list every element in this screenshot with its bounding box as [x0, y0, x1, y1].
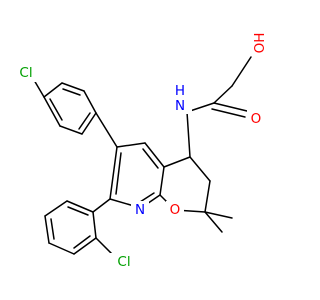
bond	[109, 146, 118, 200]
label-mask	[245, 33, 275, 53]
bond	[142, 148, 159, 169]
pyridine-nitrogen: N	[135, 202, 145, 218]
bond	[95, 112, 118, 148]
bond	[59, 125, 83, 135]
label-mask	[247, 110, 265, 128]
label-mask	[131, 201, 149, 219]
bond	[189, 156, 211, 182]
bond	[92, 211, 97, 239]
pyran-oxygen: O	[170, 202, 181, 218]
bond	[43, 82, 63, 98]
bond	[139, 192, 155, 203]
bond	[78, 112, 91, 130]
bond	[213, 85, 233, 104]
bond	[163, 156, 191, 168]
label-mask	[166, 201, 184, 219]
bond	[43, 96, 61, 127]
bond	[116, 142, 146, 148]
bond	[44, 200, 68, 217]
chlorine-atom-para: Cl	[19, 65, 32, 81]
bond	[204, 180, 211, 213]
molecule-structure: Cl Cl H N O OH N O	[13, 32, 275, 271]
bond	[50, 218, 55, 240]
bond	[159, 166, 165, 196]
label-mask	[170, 86, 192, 114]
bond	[144, 142, 165, 168]
bond	[73, 237, 97, 255]
bond	[186, 111, 191, 158]
atom-label-layer: Cl Cl H N O OH N O	[13, 33, 275, 271]
label-mask	[110, 253, 138, 271]
bond	[213, 102, 248, 112]
bond	[61, 82, 85, 92]
amide-hydrogen: H	[175, 83, 185, 99]
bond	[48, 242, 75, 255]
bond	[211, 108, 246, 118]
bond	[204, 211, 233, 219]
carbonyl-oxygen: O	[251, 111, 262, 127]
bond	[115, 152, 122, 195]
amide-nitrogen: N	[175, 98, 185, 114]
bond	[92, 198, 111, 213]
bond	[67, 206, 89, 216]
bond-layer	[33, 56, 252, 257]
bond	[81, 112, 97, 135]
chlorine-atom-ortho: Cl	[117, 254, 130, 270]
bond	[44, 215, 50, 244]
bond	[204, 211, 223, 233]
bond	[62, 88, 81, 96]
label-mask	[13, 64, 39, 82]
bond	[83, 90, 97, 114]
bond	[66, 200, 94, 213]
bond	[231, 56, 252, 87]
bond	[33, 79, 45, 98]
hydroxyl-group: OH	[252, 33, 268, 54]
bond	[73, 235, 91, 249]
bond	[49, 98, 63, 121]
